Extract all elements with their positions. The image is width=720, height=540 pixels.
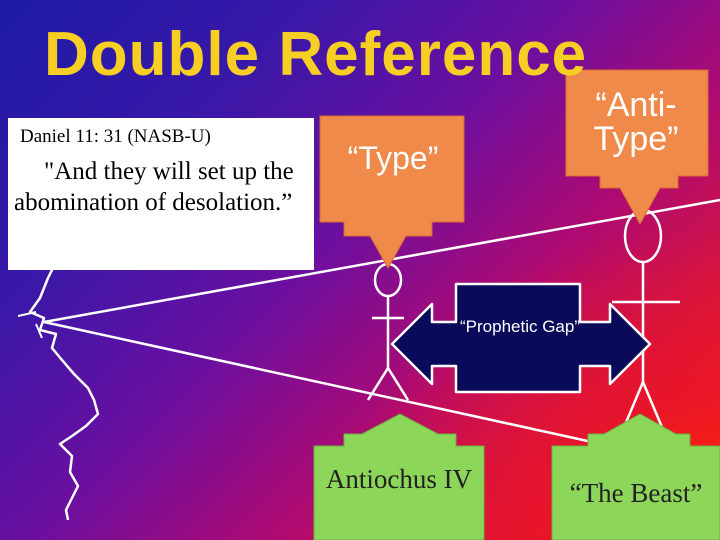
prophetic-gap-label: “Prophetic Gap” (458, 314, 582, 340)
antiochus-label: Antiochus IV (316, 462, 482, 496)
scripture-reference: Daniel 11: 31 (NASB-U) (20, 126, 211, 148)
stick-figure-type (368, 264, 408, 400)
beast-callout-shape (552, 414, 720, 540)
prophet-profile (30, 258, 98, 520)
scripture-text: "And they will set up the abomination of… (14, 156, 314, 218)
type-label: “Type” (326, 140, 460, 177)
antitype-label: “Anti-Type” (568, 88, 704, 156)
type-callout-shape (320, 116, 464, 268)
scripture-quote-box: Daniel 11: 31 (NASB-U) "And they will se… (8, 118, 314, 270)
beast-label: “The Beast” (552, 478, 720, 509)
slide-title: Double Reference (44, 24, 587, 86)
